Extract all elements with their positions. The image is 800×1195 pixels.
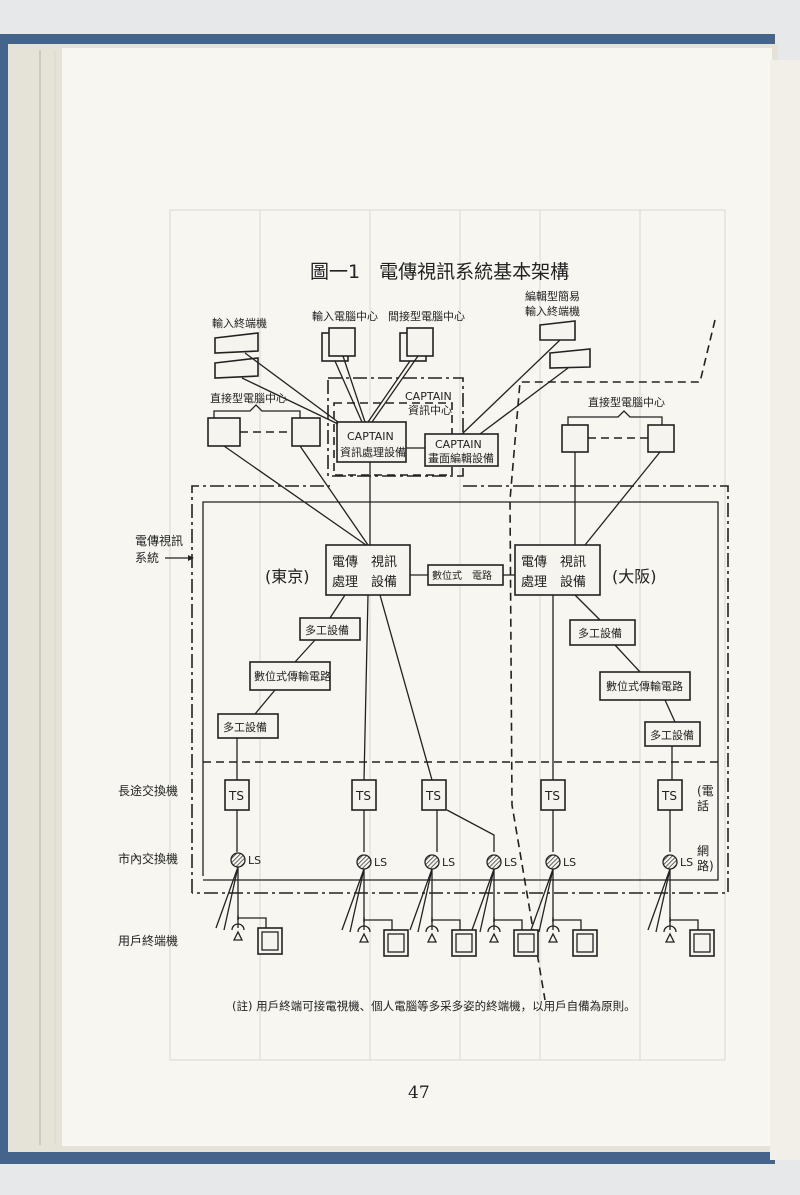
figure-title: 圖一1 電傳視訊系統基本架構 — [310, 261, 569, 283]
ts-label: TS — [228, 789, 244, 803]
tokyo-proc-label-2: 處理 設備 — [332, 574, 397, 590]
captain-edit-label-1: CAPTAIN — [435, 438, 482, 451]
toll-switches: TS TS TS TS TS — [224, 779, 683, 811]
captain-processing-equipment — [336, 421, 407, 463]
ts-label: TS — [355, 789, 371, 803]
osaka-proc-label-1: 電傳 視訊 — [521, 555, 586, 570]
ls-label: LS — [504, 856, 517, 869]
label-toll-switch: 長途交換機 — [118, 783, 178, 798]
label-input-terminal: 輸入終端機 — [212, 316, 267, 330]
input-terminal-1 — [214, 332, 259, 354]
label-phone-network-4: 路) — [697, 858, 714, 873]
tokyo-videotex-processing — [325, 544, 411, 596]
tokyo-mux-1 — [299, 617, 361, 641]
ls-label: LS — [680, 856, 693, 869]
edit-terminal-2 — [549, 348, 591, 369]
osaka-proc-label-2: 處理 設備 — [521, 574, 586, 590]
label-direct-center-left: 直接型電腦中心 — [210, 391, 287, 405]
label-phone-network-2: 話 — [697, 798, 709, 813]
tokyo-digital-transmission — [249, 661, 331, 691]
label-system-1: 電傳視訊 — [135, 533, 183, 548]
direct-center-right-1 — [561, 424, 589, 453]
figure-note: (註) 用戶終端可接電視機、個人電腦等多采多姿的終端機，以用戶自備為原則。 — [232, 999, 636, 1013]
label-phone-network-3: 網 — [697, 844, 709, 858]
label-edit-terminal-2: 輸入終端機 — [525, 304, 580, 318]
label-tokyo: (東京) — [265, 567, 310, 586]
label-captain-center-2: 資訊中心 — [408, 403, 452, 417]
label-direct-center-right: 直接型電腦中心 — [588, 395, 665, 409]
tokyo-mux-2 — [217, 713, 279, 739]
ts-label: TS — [425, 789, 441, 803]
label-edit-terminal-1: 編輯型簡易 — [525, 289, 580, 303]
osaka-digital-transmission-label: 數位式傳輸電路 — [606, 679, 683, 693]
osaka-mux-1-label: 多工設備 — [578, 626, 622, 640]
label-local-switch: 市內交換機 — [118, 851, 178, 866]
ts-label: TS — [544, 789, 560, 803]
direct-center-left-2 — [291, 417, 321, 447]
label-osaka: (大阪) — [612, 567, 657, 586]
ls-label: LS — [248, 854, 261, 867]
region-divider — [509, 319, 716, 1001]
input-terminal-2 — [214, 357, 259, 379]
label-user-terminal: 用戶終端機 — [118, 933, 178, 948]
captain-edit-label-2: 畫面編輯設備 — [428, 451, 494, 465]
osaka-mux-2-label: 多工設備 — [650, 728, 694, 742]
captain-proc-label-2: 資訊處理設備 — [340, 445, 406, 459]
captain-screen-editing-equipment — [424, 433, 499, 467]
indirect-computer-center — [406, 327, 434, 357]
tokyo-mux-1-label: 多工設備 — [305, 623, 349, 637]
facing-page-edge — [770, 60, 800, 1160]
network-boundary — [202, 501, 719, 881]
label-indirect-computer-center: 間接型電腦中心 — [388, 309, 465, 323]
captain-center-inner — [333, 402, 453, 476]
ls-label: LS — [442, 856, 455, 869]
ts-label: TS — [661, 789, 677, 803]
page — [62, 48, 772, 1146]
tokyo-mux-2-label: 多工設備 — [223, 720, 267, 734]
page-number: 47 — [408, 1083, 430, 1103]
osaka-digital-transmission — [599, 671, 691, 701]
captain-center-outer — [327, 377, 464, 477]
label-captain-center-1: CAPTAIN — [405, 390, 452, 403]
edit-terminal-1 — [539, 320, 576, 341]
direct-center-right-2 — [647, 424, 675, 453]
osaka-videotex-processing — [514, 544, 601, 596]
label-system-2: 系統 — [135, 551, 159, 565]
direct-center-left-1 — [207, 417, 241, 447]
tokyo-digital-transmission-label: 數位式傳輸電路 — [254, 669, 331, 683]
ls-label: LS — [563, 856, 576, 869]
osaka-mux-1 — [569, 619, 636, 646]
label-phone-network-1: (電 — [697, 784, 714, 798]
digital-line-label: 數位式 電路 — [432, 569, 492, 582]
ls-label: LS — [374, 856, 387, 869]
label-input-computer-center: 輸入電腦中心 — [312, 309, 378, 323]
osaka-mux-2 — [644, 721, 701, 747]
captain-proc-label-1: CAPTAIN — [347, 430, 394, 443]
tokyo-proc-label-1: 電傳 視訊 — [332, 555, 397, 570]
input-computer-center — [328, 327, 356, 357]
videotex-system-boundary — [191, 485, 729, 894]
